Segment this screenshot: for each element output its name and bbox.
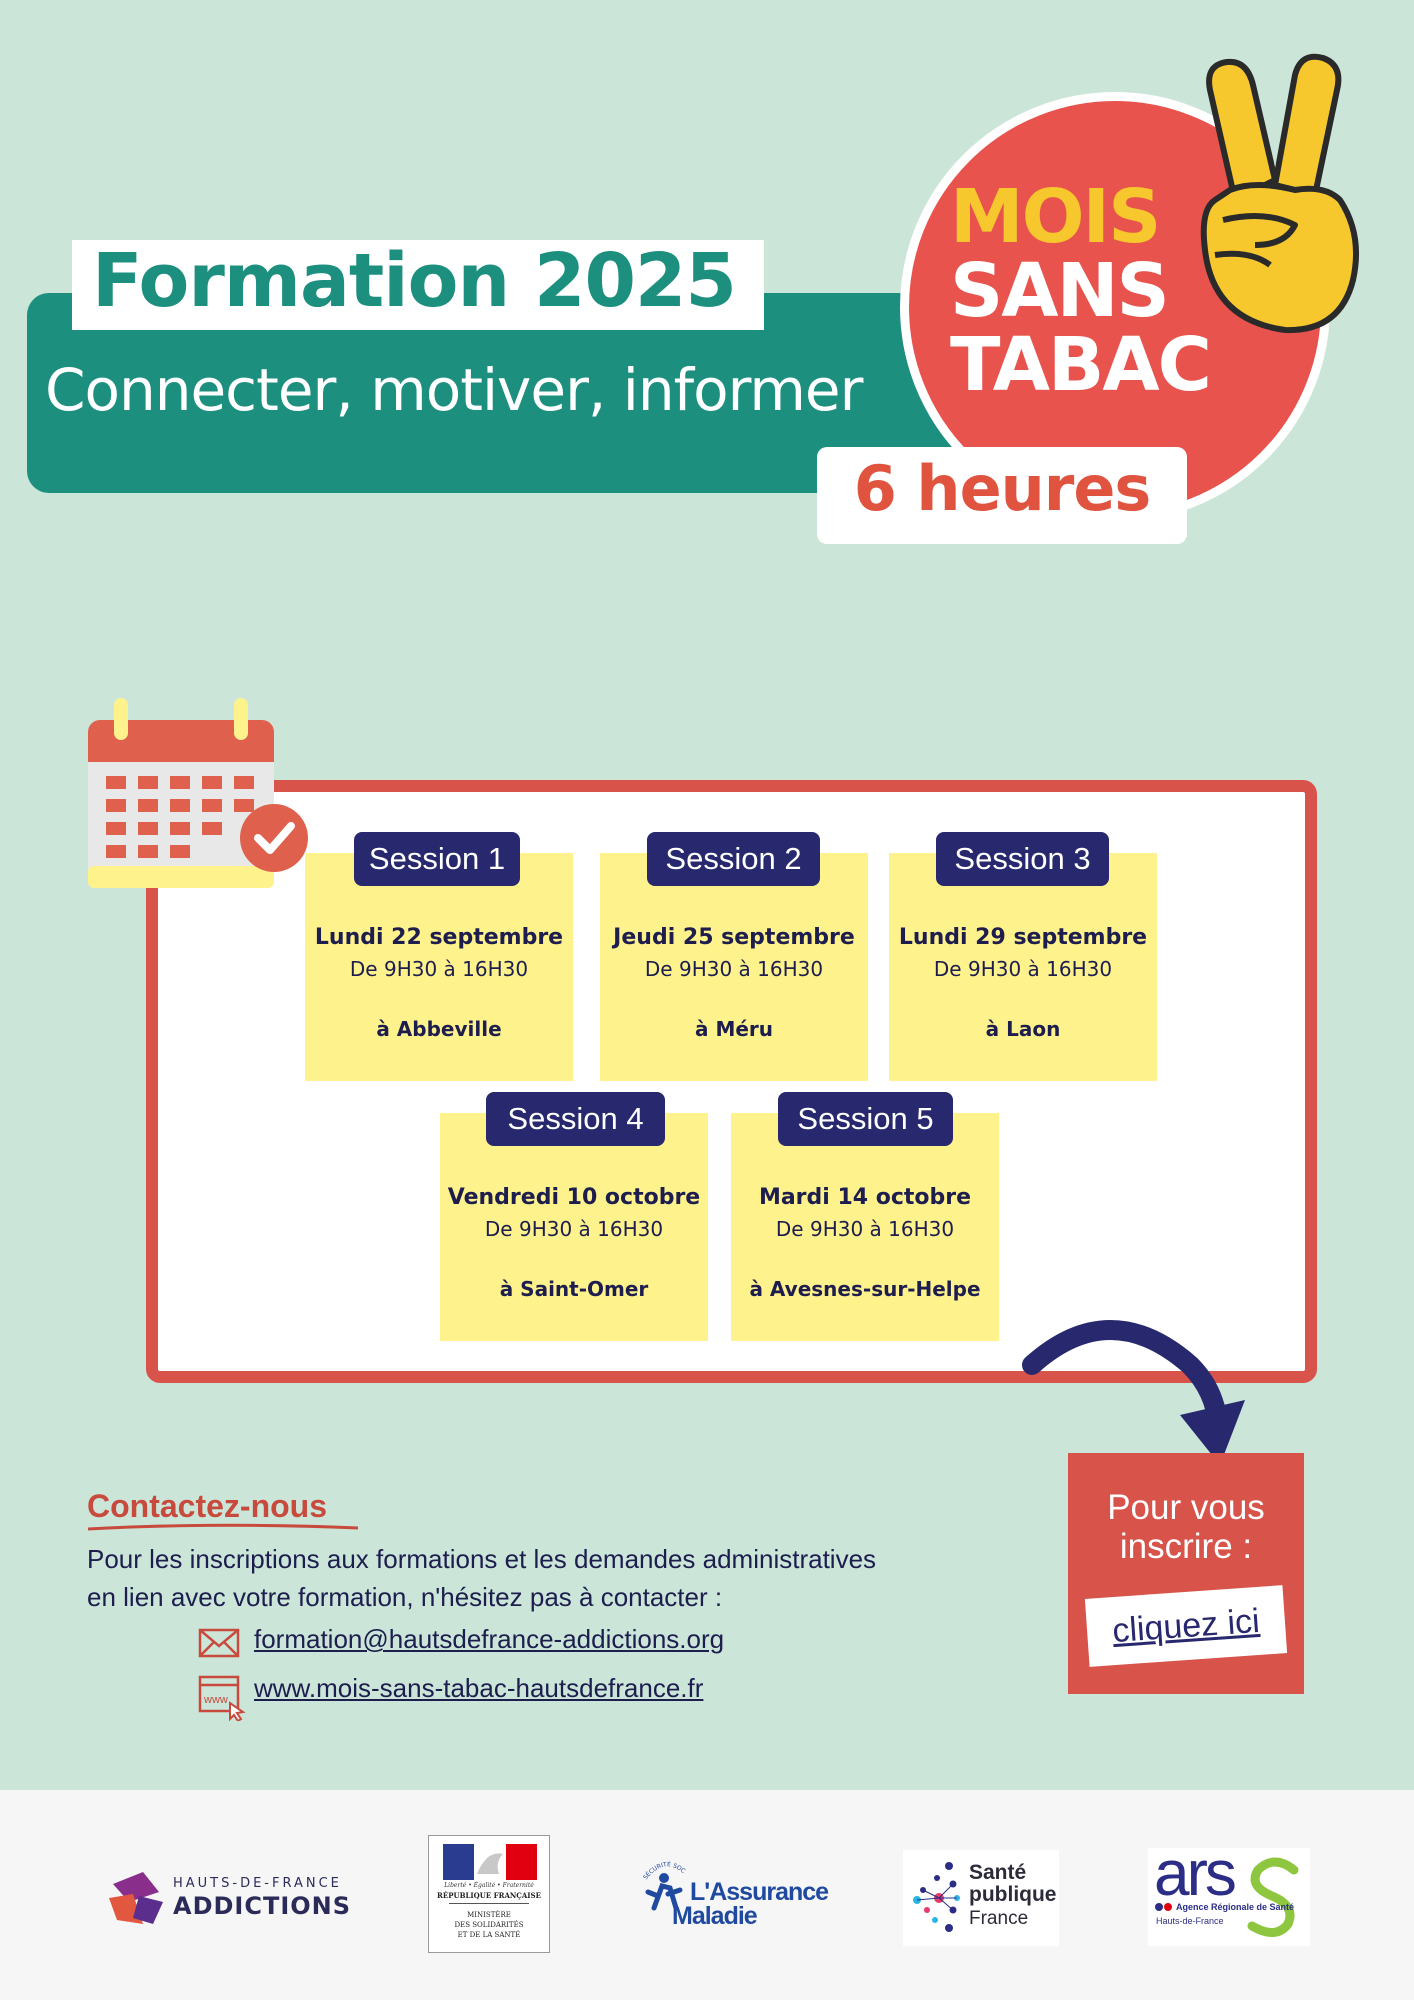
session-badge-4: Session 4 [486,1092,665,1146]
session-card-5: Mardi 14 octobre De 9H30 à 16H30 à Avesn… [731,1113,999,1341]
registration-text: Pour vous inscrire : [1068,1488,1304,1566]
spf-line2: publique [969,1883,1057,1906]
ministere-line5: ET DE LA SANTÉ [457,1931,521,1939]
logo-hdf-addictions: HAUTS-DE-FRANCE ADDICTIONS [103,1866,350,1930]
website-icon: www [198,1675,246,1721]
session-badge-1: Session 1 [354,832,520,886]
victory-hand-icon [1200,53,1360,334]
registration-text-line1: Pour vous [1107,1488,1265,1527]
duration-box [817,447,1187,544]
msb-sans: SANS [950,248,1170,334]
register-button[interactable]: cliquez ici [1084,1585,1288,1667]
session-date: Vendredi 10 octobre [447,1185,701,1210]
ministere-line3: MINISTÈRE [467,1911,511,1919]
session-place: à Avesnes-sur-Helpe [749,1277,981,1301]
session-time: De 9H30 à 16H30 [484,1217,664,1241]
curved-arrow-icon [1022,1320,1245,1465]
session-card-1: Lundi 22 septembre De 9H30 à 16H30 à Abb… [305,853,573,1081]
logo-sante-publique-france: Santé publique France [903,1850,1059,1946]
www-icon-text: www [203,1694,228,1706]
registration-text-line2: inscrire : [1119,1527,1253,1566]
session-card-4: Vendredi 10 octobre De 9H30 à 16H30 à Sa… [440,1113,708,1341]
session-place: à Méru [694,1017,774,1041]
session-date: Mardi 14 octobre [758,1185,972,1210]
session-badge-3: Session 3 [936,832,1109,886]
ars-line2: Hauts-de-France [1156,1916,1224,1926]
session-date: Lundi 29 septembre [898,925,1148,950]
spf-line1: Santé [969,1861,1027,1884]
logo-ars: ars Agence Régionale de Santé Hauts-de-F… [1148,1838,1310,1946]
session-place: à Saint-Omer [499,1277,649,1301]
title-box [72,240,764,330]
sante-publique-dots-icon [913,1862,960,1932]
assurance-line2: Maladie [672,1902,758,1930]
session-card-3: Lundi 29 septembre De 9H30 à 16H30 à Lao… [889,853,1157,1081]
logo-ministere: Liberté • Égalité • Fraternité RÉPUBLIQU… [428,1835,550,1953]
duration-label: 6 heures [853,452,1152,525]
logo-assurance-maladie: SÉCURITÉ SOCIALE L'Assurance Maladie [640,1856,829,1936]
contact-text-line1: Pour les inscriptions aux formations et … [87,1544,877,1574]
contact-title: Contactez-nous [87,1488,327,1524]
email-link[interactable]: formation@hautsdefrance-addictions.org [254,1624,725,1654]
session-card-2: Jeudi 25 septembre De 9H30 à 16H30 à Mér… [600,853,868,1081]
envelope-icon [198,1628,240,1658]
session-time: De 9H30 à 16H30 [349,957,529,981]
ministere-line2: RÉPUBLIQUE FRANÇAISE [437,1891,541,1900]
contact-text-line2: en lien avec votre formation, n'hésitez … [87,1582,723,1612]
msb-tabac: TABAC [950,322,1212,408]
session-place: à Abbeville [376,1017,502,1041]
title-underline [87,1523,359,1531]
ministere-divider [449,1903,529,1904]
footer-partners: HAUTS-DE-FRANCE ADDICTIONS Liberté • Éga… [0,1790,1414,2000]
ministere-line1: Liberté • Égalité • Fraternité [444,1882,534,1889]
hdf-line2: ADDICTIONS [173,1892,352,1920]
session-badge-2: Session 2 [647,832,820,886]
session-badge-5: Session 5 [778,1092,953,1146]
session-date: Lundi 22 septembre [314,925,564,950]
session-time: De 9H30 à 16H30 [644,957,824,981]
msb-mois: MOIS [950,174,1161,260]
ministere-line4: DES SOLIDARITÉS [454,1921,524,1929]
ars-s-icon [1247,1857,1299,1937]
page-subtitle: Connecter, motiver, informer [45,356,863,424]
page-title: Formation 2025 [92,238,737,324]
ars-line1: Agence Régionale de Santé [1176,1902,1295,1912]
hdf-addictions-icon [109,1872,163,1924]
marianne-icon [443,1844,537,1880]
calendar-check-icon [88,698,308,888]
spf-line3: France [969,1908,1029,1929]
hdf-line1: HAUTS-DE-FRANCE [173,1876,342,1891]
ars-mark: ars [1154,1837,1237,1909]
session-place: à Laon [985,1017,1061,1041]
assurance-line1: L'Assurance [690,1878,829,1906]
session-date: Jeudi 25 septembre [613,925,855,950]
session-time: De 9H30 à 16H30 [775,1217,955,1241]
ars-dots-icon [1155,1903,1172,1911]
mois-sans-tabac-wordmark: MOIS SANS TABAC [950,180,1250,402]
assurance-maladie-icon: SÉCURITÉ SOCIALE [640,1856,687,1911]
website-link[interactable]: www.mois-sans-tabac-hautsdefrance.fr [254,1673,704,1703]
session-time: De 9H30 à 16H30 [933,957,1113,981]
